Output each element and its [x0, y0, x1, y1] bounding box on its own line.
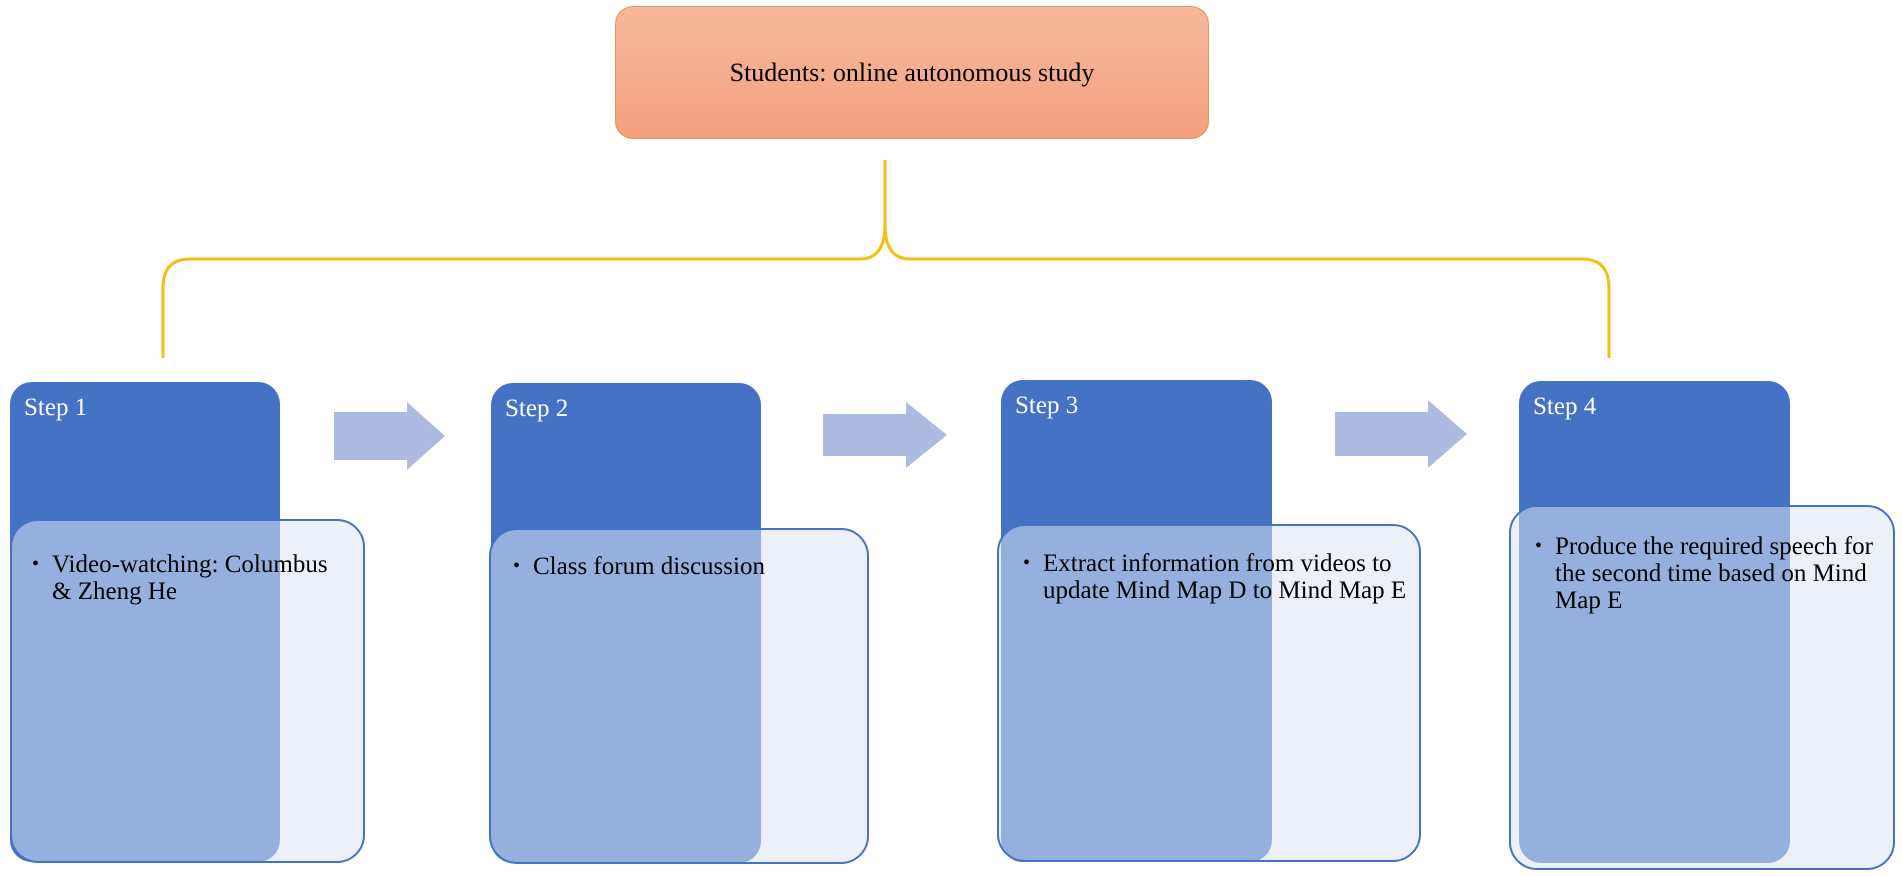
arrow-step1-to-step2: [334, 402, 445, 470]
step-3-item: Extract information from videos to updat…: [1043, 550, 1407, 604]
step-3-bullet: • Extract information from videos to upd…: [1023, 550, 1413, 604]
step-3-label: Step 3: [1015, 392, 1079, 419]
step-4-bullet: • Produce the required speech for the se…: [1535, 533, 1885, 614]
top-box: Students: online autonomous study: [615, 6, 1209, 139]
bullet-icon: •: [32, 553, 40, 575]
step-2-card: • Class forum discussion: [489, 528, 869, 864]
bracket-connector: [161, 160, 1611, 358]
step-2-label: Step 2: [505, 395, 569, 422]
step-1-card: • Video-watching: Columbus & Zheng He: [10, 519, 365, 863]
step-1-bullet: • Video-watching: Columbus & Zheng He: [32, 551, 352, 605]
step-4-item: Produce the required speech for the seco…: [1555, 533, 1873, 614]
step-1-label: Step 1: [24, 394, 88, 421]
step-3-card: • Extract information from videos to upd…: [997, 524, 1421, 862]
arrow-step3-to-step4: [1335, 400, 1467, 468]
step-4-label: Step 4: [1533, 393, 1597, 420]
bullet-icon: •: [1023, 552, 1031, 574]
step-2-item: Class forum discussion: [533, 553, 765, 580]
step-4-card: • Produce the required speech for the se…: [1509, 505, 1895, 870]
top-box-label: Students: online autonomous study: [729, 57, 1095, 87]
bullet-icon: •: [513, 555, 521, 577]
arrow-step2-to-step3: [823, 402, 947, 468]
step-1-item: Video-watching: Columbus & Zheng He: [52, 551, 328, 605]
bullet-icon: •: [1535, 535, 1543, 557]
step-2-bullet: • Class forum discussion: [513, 553, 853, 580]
